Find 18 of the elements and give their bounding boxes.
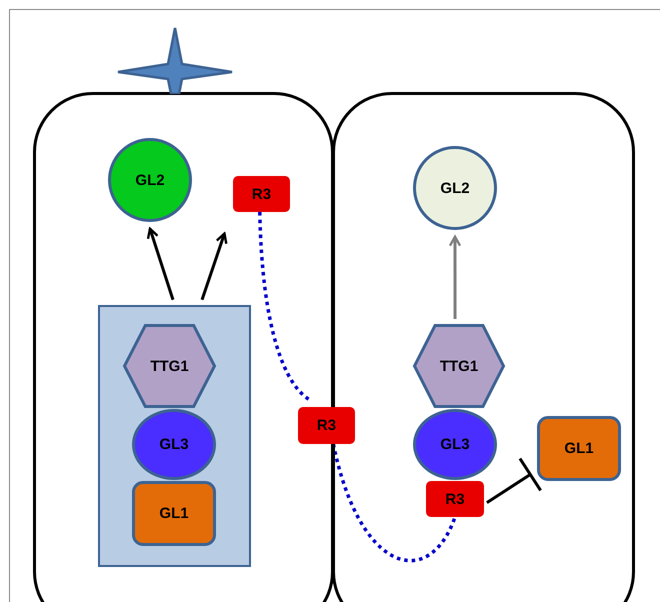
complex-box bbox=[98, 305, 251, 567]
inhibition-line bbox=[486, 457, 542, 504]
hexagon-node: TTG1 bbox=[123, 324, 216, 408]
arrow bbox=[200, 232, 228, 300]
rounded-box-node: GL1 bbox=[537, 416, 621, 481]
ellipse-node: GL3 bbox=[132, 409, 216, 480]
circle-node: GL2 bbox=[413, 146, 497, 230]
connector-line bbox=[258, 212, 310, 401]
ellipse-node: GL3 bbox=[413, 409, 497, 480]
tag-box: R3 bbox=[298, 407, 355, 444]
cell-outline bbox=[33, 92, 334, 602]
arrow bbox=[448, 236, 462, 319]
arrow bbox=[146, 228, 174, 300]
rounded-box-node: GL1 bbox=[132, 481, 216, 546]
tag-box: R3 bbox=[426, 481, 484, 517]
tag-box: R3 bbox=[233, 176, 290, 212]
circle-node: GL2 bbox=[108, 138, 192, 222]
hexagon-node: TTG1 bbox=[413, 324, 505, 408]
